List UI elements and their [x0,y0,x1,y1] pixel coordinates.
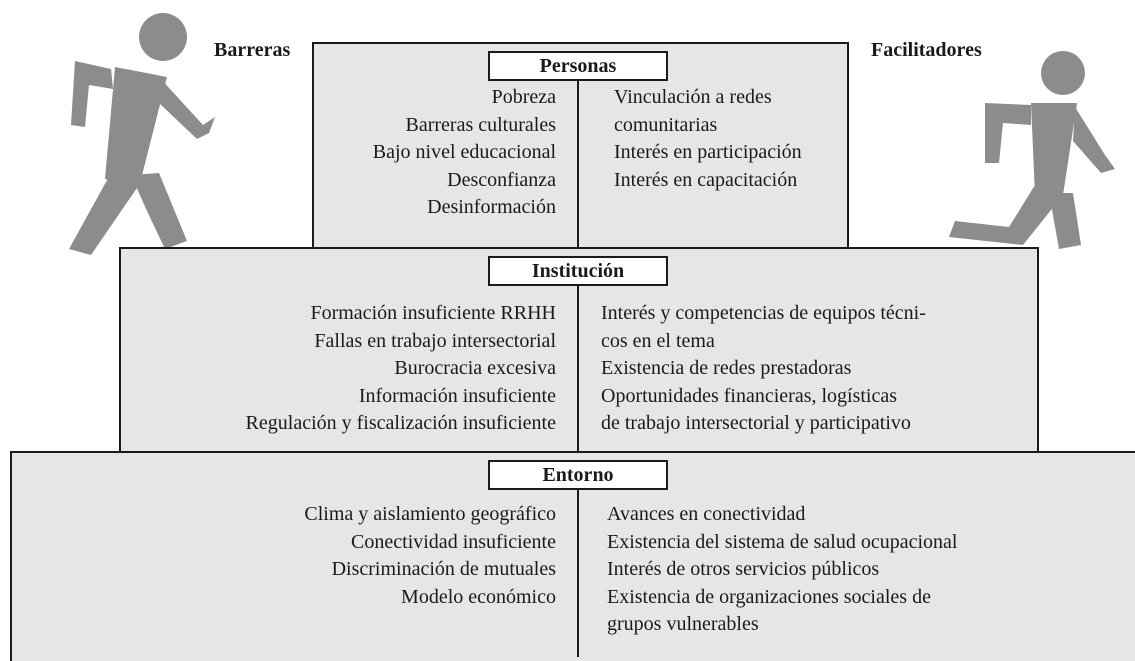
list-item: grupos vulnerables [607,613,759,635]
list-item: Oportunidades financieras, logísticas [601,384,898,407]
list-item: Existencia de organizaciones sociales de [607,585,931,608]
list-item: cos en el tema [601,329,715,352]
list-item: Burocracia excesiva [394,357,556,379]
list-item: Interés en participación [614,141,802,163]
personas-facilitadores-list: Vinculación a redes comunitarias Interés… [614,84,802,194]
entorno-facilitadores-list: Avances en conectividad Existencia del s… [607,501,957,639]
list-item: Barreras culturales [405,113,556,136]
entorno-barreras-list: Clima y aislamiento geográfico Conectivi… [304,501,556,611]
list-item: Modelo económico [401,585,556,608]
personas-title: Personas [488,51,668,81]
entorno-title: Entorno [488,460,668,490]
list-item: Pobreza [491,86,556,108]
list-item: Existencia del sistema de salud ocupacio… [607,530,958,553]
list-item: Existencia de redes prestadoras [601,357,852,379]
list-item: Formación insuficiente RRHH [310,302,556,324]
list-item: Información insuficiente [358,384,556,407]
list-item: Discriminación de mutuales [331,558,556,580]
list-item: Bajo nivel educacional [372,141,556,163]
list-item: Desconfianza [447,168,556,191]
list-item: Conectividad insuficiente [351,530,556,553]
list-item: Interés y competencias de equipos técni- [601,302,926,324]
facilitadores-label: Facilitadores [871,39,982,61]
list-item: Desinformación [427,196,556,218]
institucion-title: Institución [488,256,668,286]
list-item: Clima y aislamiento geográfico [304,503,556,525]
list-item: de trabajo intersectorial y participativ… [601,412,911,434]
list-item: Interés en capacitación [614,168,798,191]
personas-barreras-list: Pobreza Barreras culturales Bajo nivel e… [373,84,556,222]
list-item: Fallas en trabajo intersectorial [314,329,556,352]
list-item: Vinculación a redes [614,86,772,108]
running-person-left-icon [69,13,215,255]
running-person-right-icon [949,51,1115,249]
institucion-facilitadores-list: Interés y competencias de equipos técni-… [601,300,926,438]
institucion-barreras-list: Formación insuficiente RRHH Fallas en tr… [246,300,556,438]
list-item: Interés de otros servicios públicos [607,558,880,580]
list-item: Avances en conectividad [607,503,806,525]
barreras-label: Barreras [214,39,291,61]
list-item: comunitarias [614,113,718,136]
list-item: Regulación y fiscalización insuficiente [245,412,556,434]
entorno-divider [577,487,579,657]
institucion-divider [577,283,579,453]
personas-divider [577,78,579,249]
